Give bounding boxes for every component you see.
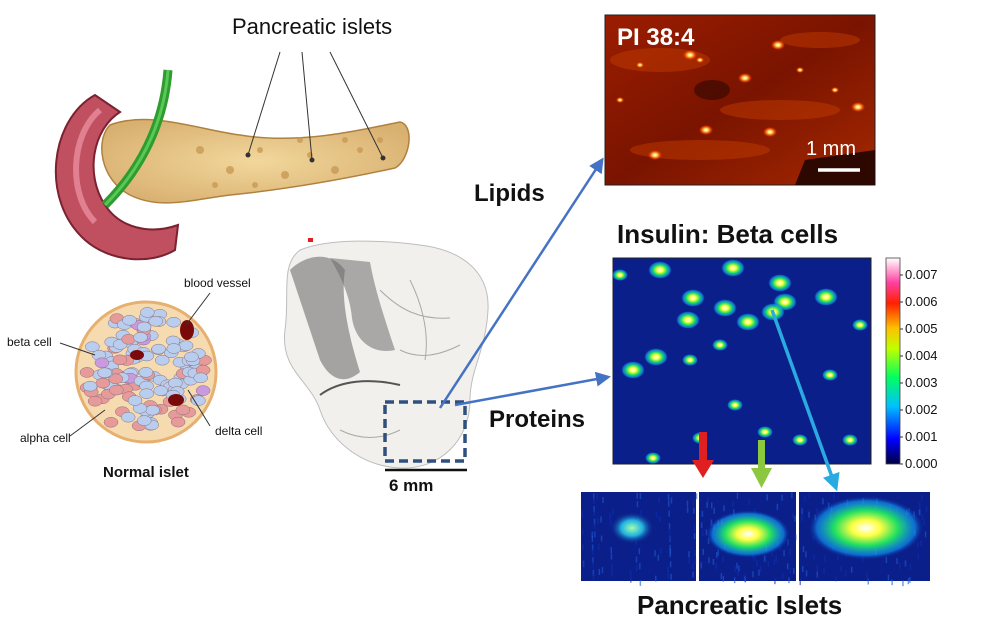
pancreatic-islets-label: Pancreatic islets <box>232 14 393 39</box>
colorbar-tick: 0.006 <box>905 294 938 309</box>
islet-zoom-panels <box>581 492 930 587</box>
colorbar <box>885 257 901 465</box>
lipids-label: Lipids <box>474 180 545 207</box>
proteins-label: Proteins <box>489 406 586 433</box>
pancreas-illustration <box>54 51 410 261</box>
colorbar-tick: 0.002 <box>905 402 938 417</box>
scale-6mm-label: 6 mm <box>389 476 434 495</box>
delta-cell-label: delta cell <box>215 424 263 438</box>
lipid-ms-image <box>604 14 876 186</box>
cyan-arrow <box>770 309 840 492</box>
normal-islet-label: Normal islet <box>103 464 189 481</box>
red-arrow <box>692 432 714 478</box>
green-arrow <box>751 440 772 488</box>
tissue-section <box>283 238 489 472</box>
colorbar-tick: 0.007 <box>905 267 938 282</box>
arrows <box>438 157 840 492</box>
colorbar-tick: 0.001 <box>905 429 938 444</box>
blood-vessel-label: blood vessel <box>184 276 251 290</box>
colorbar-tick: 0.003 <box>905 375 938 390</box>
alpha-cell-label: alpha cell <box>20 431 71 445</box>
colorbar-tick: 0.004 <box>905 348 938 363</box>
lipids-arrow <box>438 157 604 409</box>
colorbar-tick: 0.000 <box>905 456 938 471</box>
colorbar-tick: 0.005 <box>905 321 938 336</box>
pancreatic-islets-bottom-label: Pancreatic Islets <box>637 590 843 620</box>
proteins-arrow <box>454 371 611 407</box>
beta-cell-label: beta cell <box>7 335 52 349</box>
scale-1mm-label: 1 mm <box>806 138 856 160</box>
lipid-image-title: PI 38:4 <box>617 24 695 51</box>
insulin-heatmap <box>612 257 903 465</box>
normal-islet-illustration <box>59 292 218 444</box>
insulin-title: Insulin: Beta cells <box>617 219 839 249</box>
